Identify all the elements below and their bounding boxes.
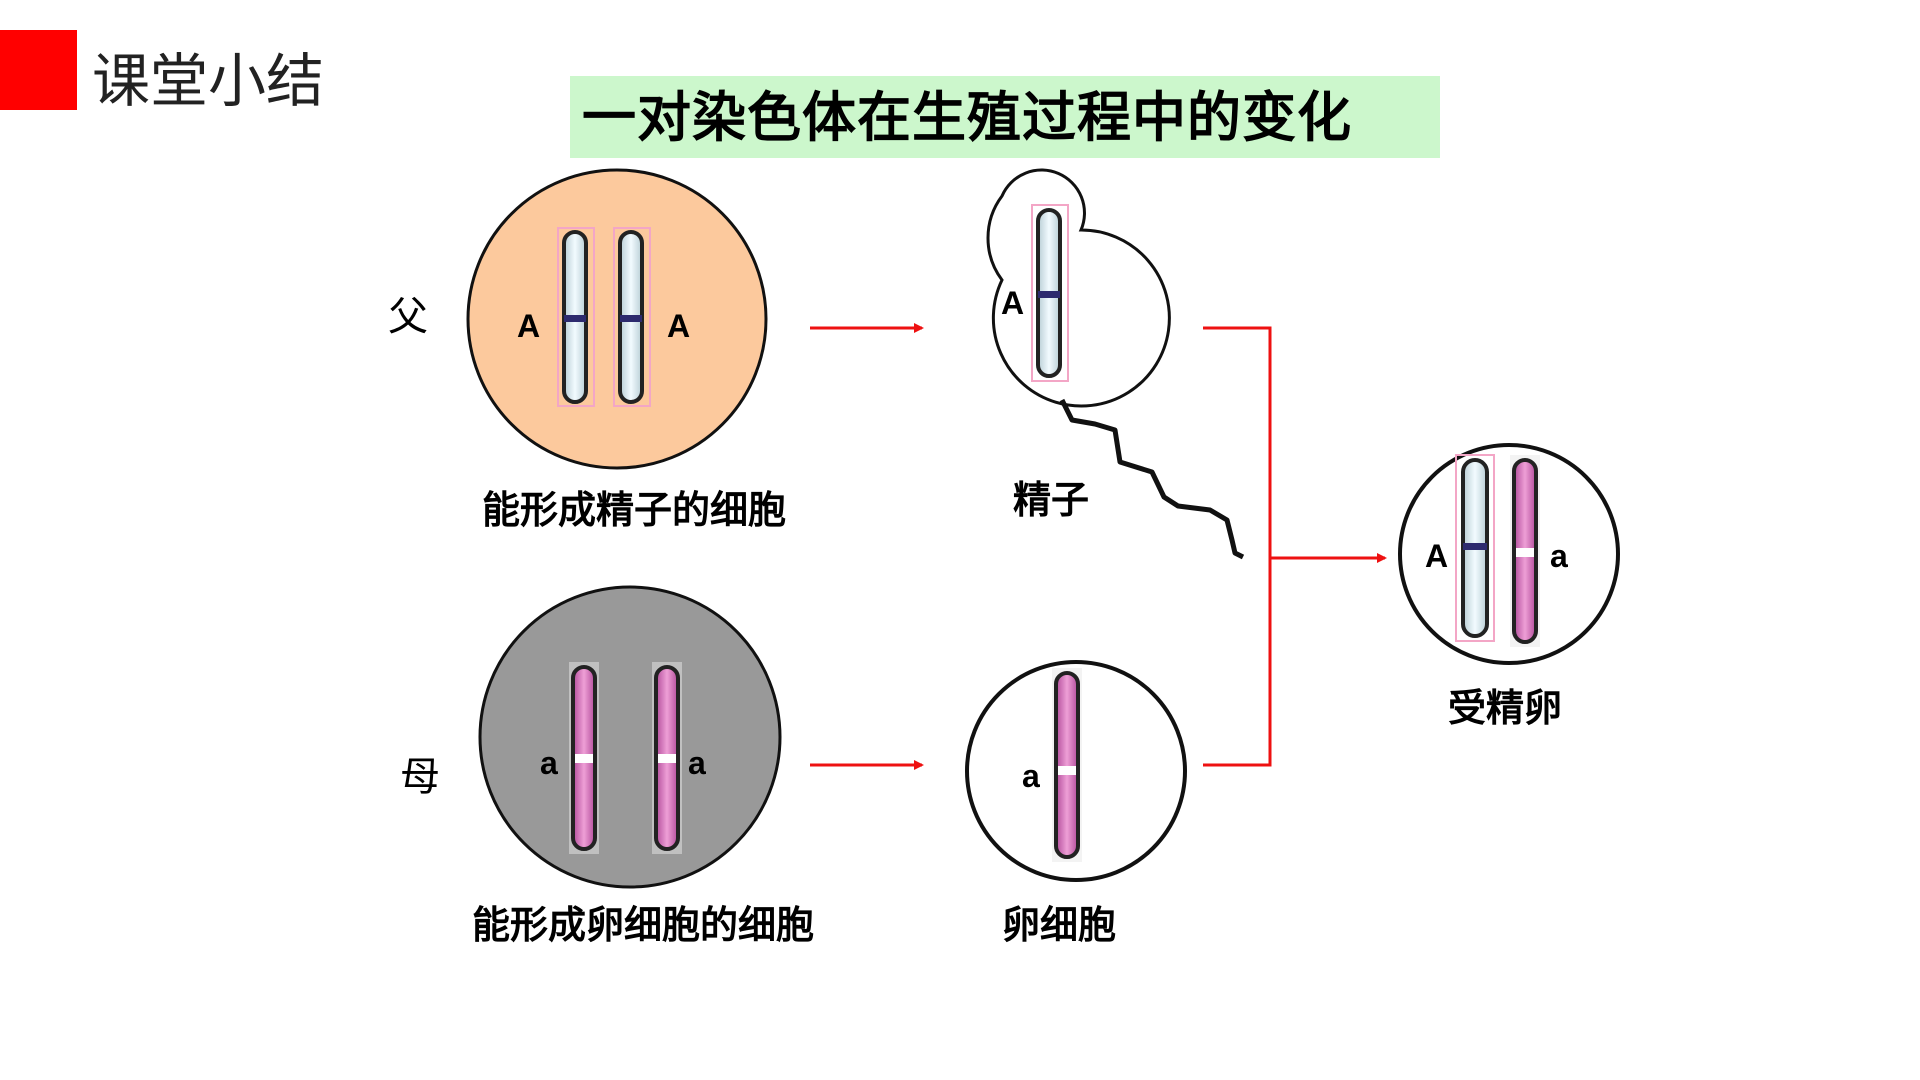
main-title: 一对染色体在生殖过程中的变化: [582, 86, 1352, 149]
sperm-gene: A: [1001, 285, 1025, 321]
zygote-gene-right: a: [1550, 538, 1568, 574]
father-chromosome-right: [613, 227, 651, 407]
zygote-cell: [1398, 443, 1620, 665]
section-title: 课堂小结: [92, 47, 325, 115]
mother-gene-left: a: [540, 745, 558, 781]
zygote-chromosome-left: [1455, 454, 1495, 642]
father-gene-left: A: [517, 308, 541, 344]
sperm-tail: [1059, 398, 1245, 560]
father-cell: [466, 168, 768, 470]
bracket-sperm-egg: [1203, 326, 1272, 767]
father-label: 父: [388, 294, 428, 340]
mother-cell-caption: 能形成卵细胞的细胞: [472, 903, 815, 947]
egg-chromosome: [1052, 668, 1082, 862]
mother-label: 母: [400, 754, 440, 800]
sperm-chromosome: [1031, 204, 1069, 382]
father-chromosome-left: [557, 227, 595, 407]
father-gene-right: A: [667, 308, 691, 344]
mother-chromosome-right: [652, 662, 682, 854]
accent-square: [0, 30, 77, 110]
mother-chromosome-left: [569, 662, 599, 854]
mother-cell: [478, 585, 782, 889]
mother-gene-right: a: [688, 745, 706, 781]
egg-caption: 卵细胞: [1002, 903, 1117, 947]
father-cell-caption: 能形成精子的细胞: [482, 488, 787, 532]
sperm-caption: 精子: [1013, 478, 1090, 522]
zygote-caption: 受精卵: [1448, 686, 1563, 730]
egg-gene: a: [1022, 758, 1040, 794]
sperm-head: [986, 168, 1171, 408]
zygote-gene-left: A: [1425, 538, 1449, 574]
zygote-chromosome-right: [1510, 455, 1540, 647]
main-title-banner: [570, 76, 1440, 158]
